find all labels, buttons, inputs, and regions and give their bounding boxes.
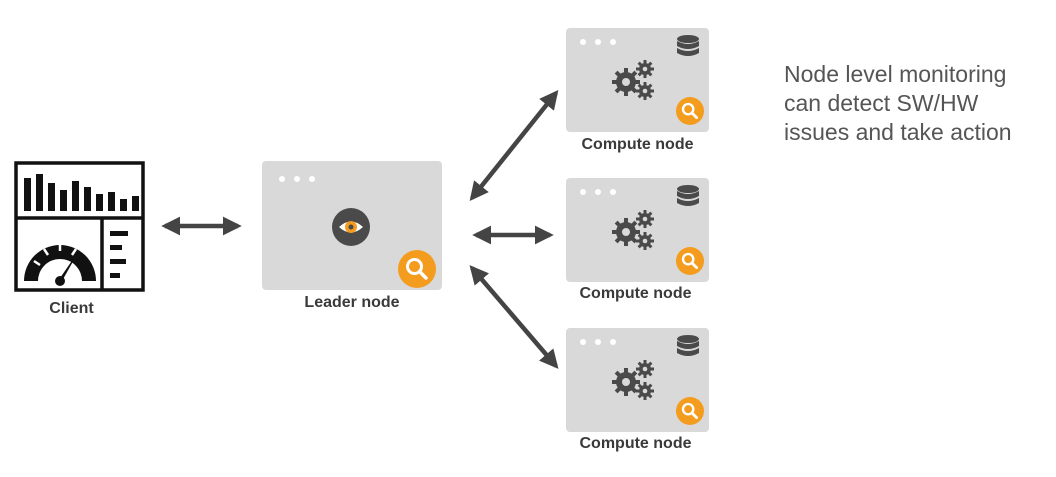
window-dots — [580, 39, 616, 45]
gears-icon — [612, 210, 654, 250]
compute-node-box — [566, 28, 709, 132]
leader-node-box — [262, 161, 442, 290]
window-dots — [279, 176, 315, 182]
database-icon — [677, 35, 699, 56]
magnifier-icon — [676, 247, 704, 275]
compute-node-box — [566, 328, 709, 432]
client-label: Client — [49, 300, 94, 317]
window-dots — [580, 189, 616, 195]
compute-label: Compute node — [579, 285, 692, 302]
dashboard-icon — [14, 161, 145, 292]
compute-node-box — [566, 178, 709, 282]
magnifier-icon — [676, 97, 704, 125]
magnifier-icon — [398, 250, 436, 288]
database-icon — [677, 335, 699, 356]
leader-label: Leader node — [304, 294, 400, 311]
monitoring-note: Node level monitoring can detect SW/HW i… — [784, 60, 1054, 147]
note-line: Node level monitoring — [784, 61, 1007, 87]
window-dots — [580, 339, 616, 345]
gears-icon — [612, 60, 654, 100]
note-line: can detect SW/HW — [784, 90, 979, 116]
eye-icon — [332, 208, 370, 246]
gears-icon — [612, 360, 654, 400]
compute-label: Compute node — [581, 136, 694, 153]
arrow-leader-compute-3 — [469, 265, 559, 369]
note-line: issues and take action — [784, 119, 1012, 145]
arrow-leader-compute-1 — [469, 90, 559, 201]
compute-label: Compute node — [579, 435, 692, 452]
magnifier-icon — [676, 397, 704, 425]
database-icon — [677, 185, 699, 206]
